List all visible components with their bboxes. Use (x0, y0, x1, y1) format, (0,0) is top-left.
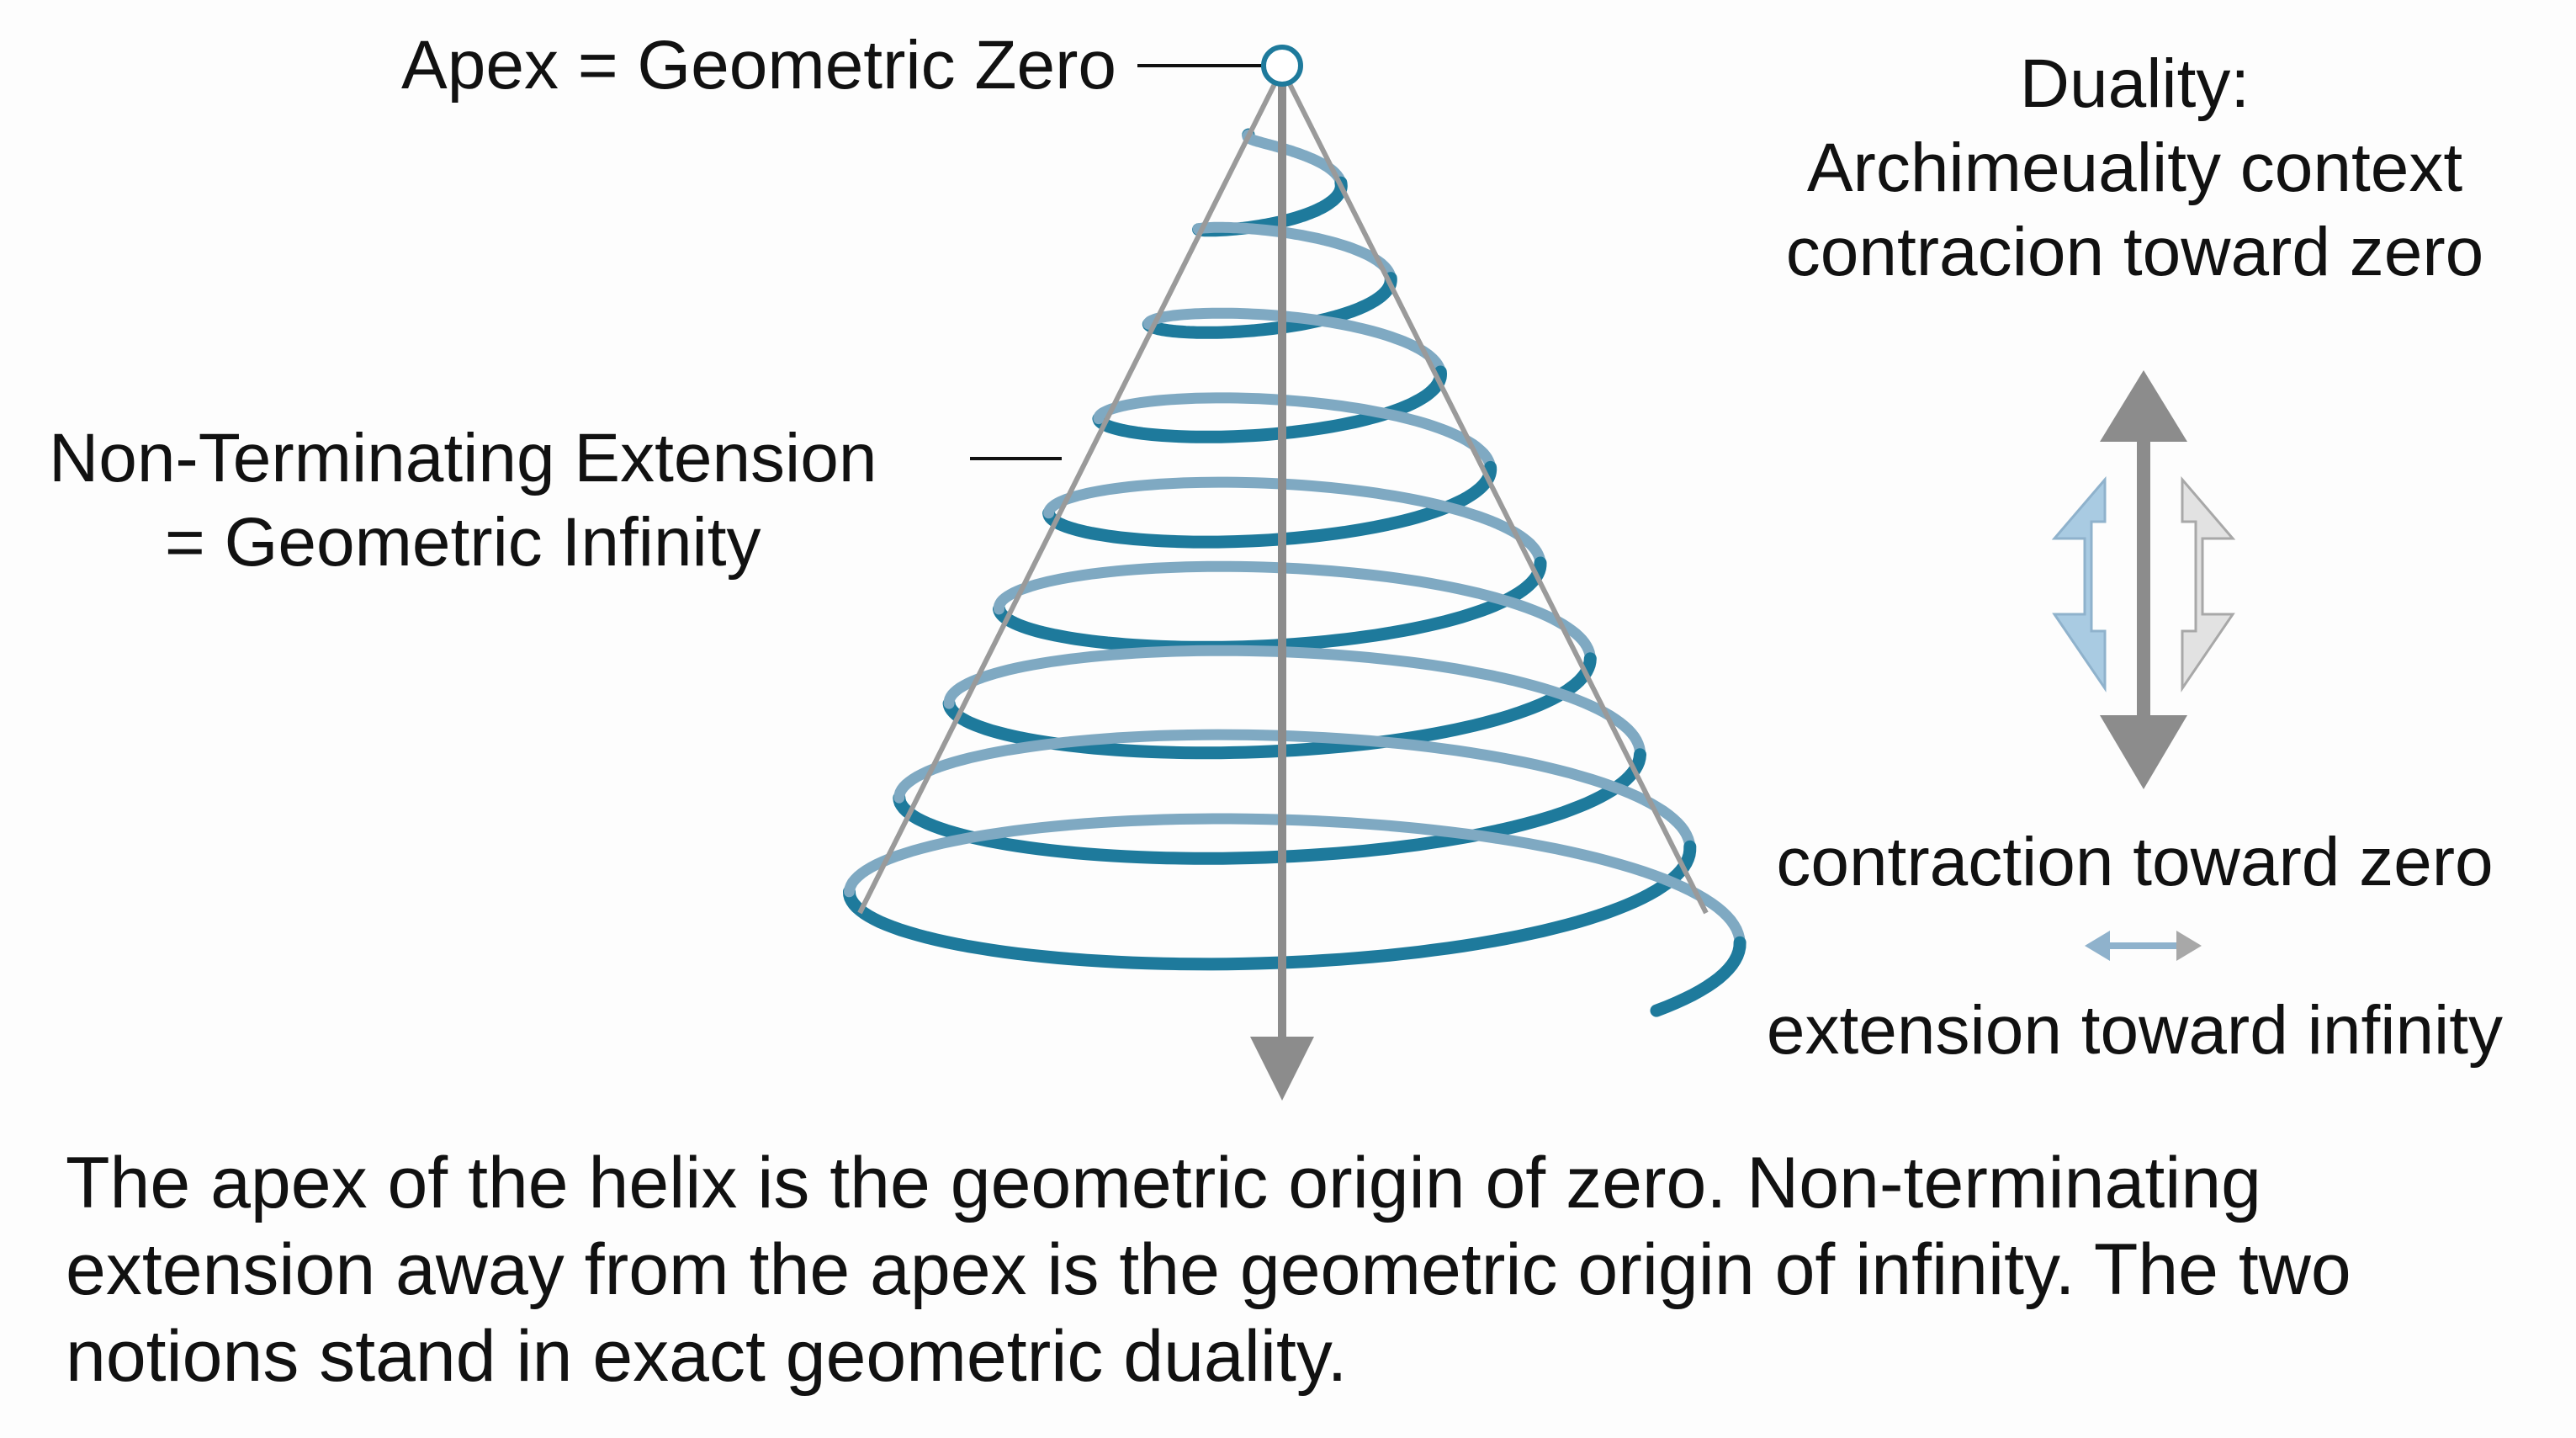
helix-front-segment (893, 748, 1646, 865)
down-arrowhead (2100, 715, 2187, 789)
extension-label: extension toward infinity (1766, 992, 2504, 1069)
helix-spiral (843, 128, 1746, 1017)
gray-bracket-arrow (2181, 475, 2236, 692)
helix-front-segment (843, 840, 1697, 971)
apex-point (1261, 45, 1303, 87)
helix-back-segment (1043, 476, 1546, 569)
helix-front-segment (1042, 460, 1497, 549)
up-arrowhead (2100, 370, 2187, 442)
cone-left-edge (857, 67, 1285, 915)
caption-text: The apex of the helix is the geometric o… (66, 1143, 2351, 1398)
cone-right-edge (1280, 67, 1709, 915)
apex-label: Apex = Geometric Zero (401, 27, 1116, 103)
helix-front-segment (942, 652, 1597, 760)
helix-back-segment (844, 813, 1746, 948)
duality-title: Duality: (2019, 45, 2250, 122)
duality-line-1: Archimeuality context (1806, 130, 2463, 207)
non-terminating-line-2: = Geometric Infinity (164, 504, 761, 581)
blue-bracket-arrow (2051, 475, 2107, 692)
non-terminating-line-1: Non-Terminating Extension (49, 420, 877, 496)
helix-front-segment (1650, 936, 1746, 1017)
non-terminating-extension-label: Non-Terminating Extension = Geometric In… (49, 417, 877, 585)
pair-spacer (1699, 905, 2570, 989)
axis-arrowhead (1250, 1037, 1314, 1101)
duality-heading: Duality: Archimeuality context contracio… (1699, 42, 2570, 294)
helix-back-segment (1142, 307, 1446, 378)
duality-line-2: contracion toward zero (1785, 214, 2484, 291)
contraction-label: contraction toward zero (1776, 824, 2494, 900)
helix-back-segment (943, 645, 1646, 761)
double-arrow-icon (2085, 931, 2202, 961)
duality-arrows (2051, 370, 2236, 789)
duality-pair: contraction toward zero extension toward… (1699, 820, 2570, 1073)
